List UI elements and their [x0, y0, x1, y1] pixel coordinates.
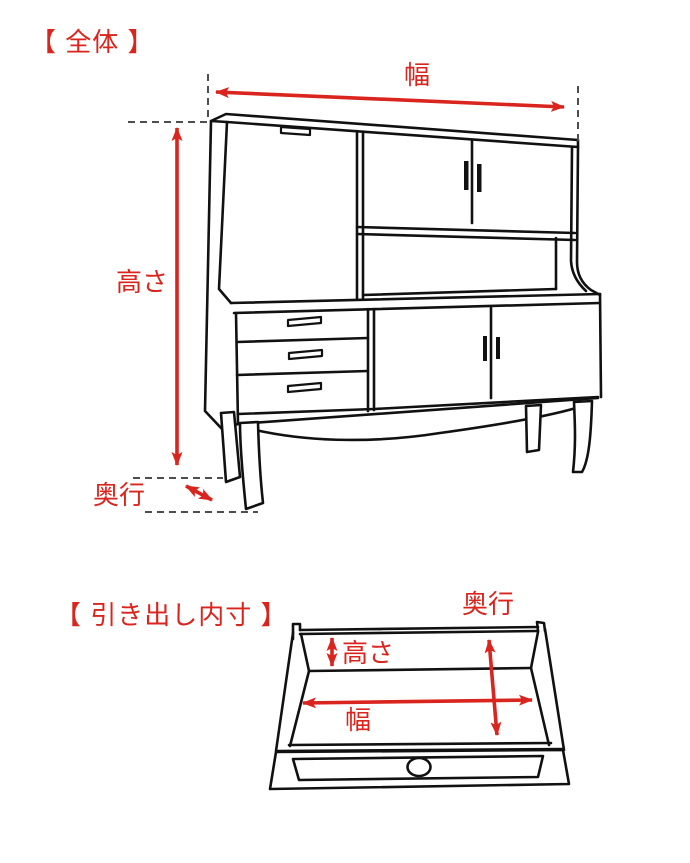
drawer-dimension-arrows [302, 637, 533, 736]
drawer-knob [406, 756, 432, 778]
depth-label: 奥行 [93, 480, 146, 510]
drawer-illustration [268, 620, 571, 791]
width-arrow [215, 87, 565, 112]
overall-section-heading: 【 全体 】 [30, 27, 155, 57]
drawer-depth-arrow [484, 639, 502, 736]
drawer-section-heading: 【 引き出し内寸 】 [55, 600, 288, 630]
drawer-height-label: 高さ [342, 638, 395, 668]
height-label: 高さ [116, 267, 169, 297]
drawer-width-label: 幅 [345, 705, 372, 735]
width-label: 幅 [404, 60, 431, 90]
drawer-depth-label: 奥行 [462, 589, 515, 619]
dimension-arrows [171, 87, 565, 502]
extension-lines [128, 74, 579, 513]
drawer-line-art [268, 620, 571, 791]
drawer-width-arrow [302, 694, 533, 709]
cabinet-line-art [203, 112, 603, 511]
cabinet-illustration [128, 74, 603, 513]
depth-arrow [185, 484, 213, 502]
